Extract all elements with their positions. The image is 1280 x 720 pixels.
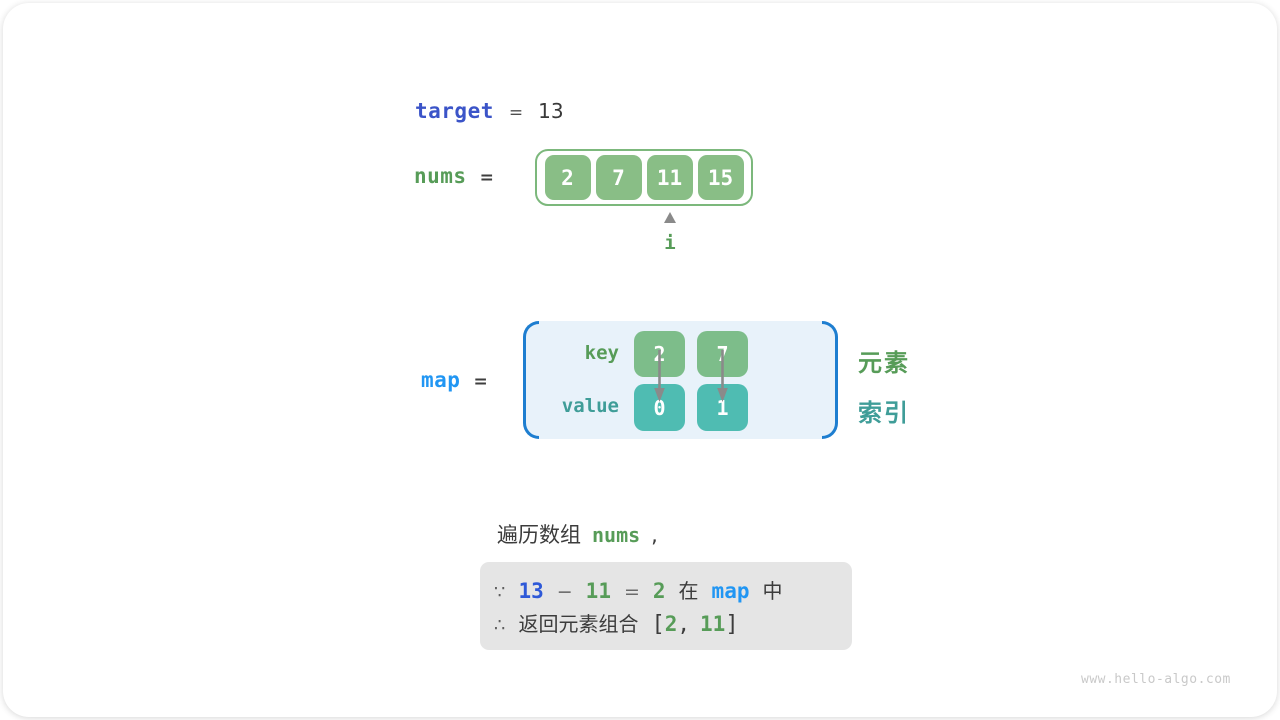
result-first-value: 2: [664, 612, 678, 636]
result-second-value: 11: [700, 612, 726, 636]
caption-comma: ,: [651, 523, 658, 547]
index-pointer: i: [648, 212, 692, 254]
therefore-symbol: ∴: [494, 615, 506, 636]
note-return-text: 返回元素组合: [518, 612, 639, 636]
caption-prefix: 遍历数组: [497, 523, 581, 547]
result-comma: ,: [677, 612, 691, 636]
nums-array-cell: 2: [544, 155, 591, 200]
note-map-ref: map: [711, 579, 750, 603]
map-right-bracket: [822, 321, 838, 439]
nums-array-cell: 11: [646, 155, 693, 200]
target-line: target = 13: [415, 99, 564, 123]
target-value: 13: [538, 99, 564, 123]
map-left-bracket: [523, 321, 539, 439]
note-line-therefore: ∴ 返回元素组合 [ 2 , 11 ]: [494, 608, 838, 637]
map-key-row-label: key: [584, 342, 619, 364]
note-in-suffix: 中: [762, 579, 783, 603]
nums-array-cell: 7: [595, 155, 642, 200]
conclusion-note-box: ∵ 13 − 11 = 2 在 map 中 ∴ 返回元素组合 [ 2 , 11 …: [480, 562, 852, 650]
nums-array-container: 2 7 11 15: [535, 149, 753, 206]
open-bracket: [: [651, 612, 665, 637]
map-value-row-label: value: [561, 395, 619, 417]
note-in-text: 在: [678, 579, 699, 603]
target-variable-name: target: [415, 99, 494, 123]
note-target-value: 13: [518, 579, 544, 603]
because-symbol: ∵: [494, 582, 506, 603]
minus-sign: −: [556, 581, 573, 603]
index-pointer-label: i: [664, 232, 676, 254]
nums-label-row: nums =: [414, 164, 494, 188]
map-equals-sign: =: [473, 372, 488, 392]
result-pair: [ 2 , 11 ]: [651, 612, 738, 637]
close-bracket: ]: [725, 612, 739, 637]
diagram-card: target = 13 nums = 2 7 11 15 i map = key…: [3, 3, 1277, 717]
note-line-because: ∵ 13 − 11 = 2 在 map 中: [494, 575, 838, 604]
nums-variable-name: nums: [414, 164, 467, 188]
site-watermark: www.hello-algo.com: [1081, 672, 1231, 687]
map-variable-name: map: [421, 368, 461, 392]
nums-equals-sign: =: [479, 168, 494, 188]
nums-array-cell: 15: [697, 155, 744, 200]
caption-line: 遍历数组 nums ,: [497, 519, 658, 549]
element-side-label: 元素: [858, 349, 910, 377]
caret-up-icon: [664, 212, 676, 223]
key-to-value-arrow-icon: [717, 350, 728, 402]
map-label-row: map =: [421, 368, 488, 392]
note-current-value: 11: [585, 579, 611, 603]
note-equals-sign: =: [623, 581, 640, 603]
index-side-label: 索引: [858, 399, 910, 427]
note-complement-value: 2: [652, 579, 666, 603]
caption-nums-ref: nums: [592, 523, 641, 547]
target-equals-sign: =: [508, 103, 524, 123]
key-to-value-arrow-icon: [654, 350, 665, 402]
